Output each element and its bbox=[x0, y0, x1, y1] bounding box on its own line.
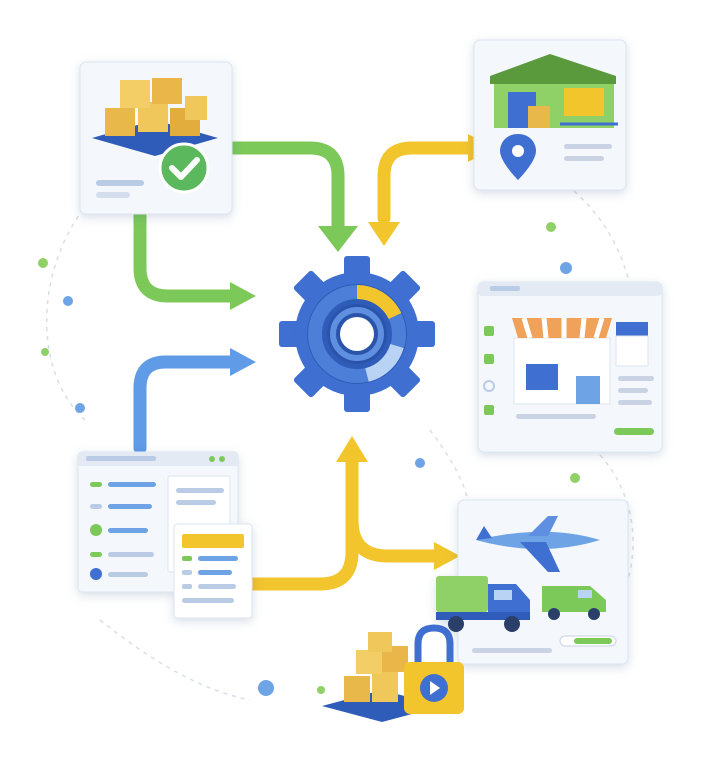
flow-arrow-yellow-right bbox=[345, 513, 441, 563]
storefront-card-line bbox=[618, 376, 654, 381]
storefront-card-line bbox=[618, 388, 648, 393]
flow-arrow-yellow-bottom bbox=[245, 453, 359, 591]
flow-arrow-green-top bbox=[225, 141, 345, 235]
inventory-card-line bbox=[96, 192, 130, 198]
delivery-van-icon bbox=[542, 586, 606, 620]
decorative-dots bbox=[38, 222, 580, 696]
airplane-icon bbox=[476, 516, 600, 572]
storefront-card bbox=[477, 281, 663, 453]
flow-arrow-yellow-bottom-head bbox=[336, 436, 368, 462]
documents-status-dot bbox=[209, 456, 215, 462]
document-list-icon bbox=[90, 482, 156, 580]
warehouse-card-line bbox=[564, 156, 604, 161]
delivery-truck-icon bbox=[436, 576, 530, 632]
flow-arrow-yellow-down-head bbox=[368, 222, 400, 246]
flow-arrow-green-top-head bbox=[318, 226, 358, 252]
order-documents-card bbox=[77, 451, 253, 619]
flow-arrow-green-left bbox=[133, 208, 239, 303]
warehouse-icon bbox=[490, 54, 618, 128]
stacked-boxes-icon bbox=[92, 78, 218, 156]
checkmark-icon bbox=[158, 142, 210, 194]
shipping-card bbox=[436, 499, 629, 665]
documents-status-dot bbox=[219, 456, 225, 462]
flow-arrow-green-left-head bbox=[230, 282, 256, 310]
flow-arrow-blue bbox=[133, 355, 239, 455]
storefront-card-line bbox=[618, 400, 652, 405]
shipping-card-line bbox=[472, 648, 552, 653]
flow-arrow-yellow-right-head bbox=[434, 542, 460, 570]
location-pin-icon bbox=[500, 134, 536, 180]
storefront-checklist-icon bbox=[483, 326, 495, 415]
storefront-progress-bar bbox=[614, 428, 654, 435]
inventory-ready-card bbox=[79, 61, 233, 215]
storefront-icon bbox=[512, 317, 649, 405]
storefront-card-line bbox=[516, 414, 596, 419]
inventory-card-line bbox=[96, 180, 144, 186]
flow-arrow-blue-head bbox=[230, 348, 256, 376]
padlock-icon bbox=[404, 624, 464, 714]
warehouse-card bbox=[473, 39, 627, 191]
flow-arrow-yellow-up bbox=[377, 141, 475, 225]
warehouse-card-line bbox=[564, 144, 612, 149]
secure-inventory-icon bbox=[322, 624, 464, 722]
central-processing-gear-icon bbox=[279, 256, 435, 412]
